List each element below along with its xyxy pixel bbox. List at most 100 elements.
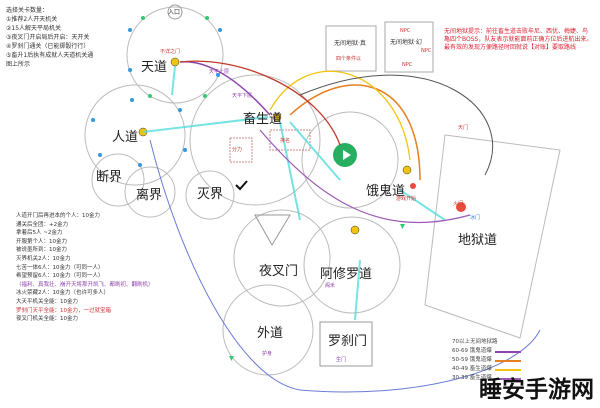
wujian-illusion-box xyxy=(384,21,434,73)
entrance-label: 入口 xyxy=(168,9,181,16)
legend-swatch xyxy=(494,359,521,362)
notes-bottom-left: 人道开门后再进本的个人：10金力 通关后全团：+2金力 拿着后5人 ~2金力 开… xyxy=(16,212,154,324)
entrance-gate xyxy=(167,4,183,20)
realm-luocha: 罗刹门 xyxy=(328,334,368,349)
note-line: 拿着后5人 ~2金力 xyxy=(16,230,63,237)
egui-red-dot xyxy=(410,183,416,189)
route-violet xyxy=(259,129,471,223)
egui-region xyxy=(301,111,399,209)
notes-right: 无间地狱提示：前往畜生道击败牟尼、西优、梅婕、鸟 亀四个BOSS，队友表示就能面… xyxy=(444,28,592,52)
label-gehe: 阁禾 xyxy=(325,283,336,289)
legend-title: 70以上无间地狱路 xyxy=(452,339,498,345)
npc-label-3: NPC xyxy=(402,62,413,68)
note-line: 开服第个人：10金力 xyxy=(16,238,67,245)
note-line: ⑤畜升1后执有成就人天道机关通 xyxy=(6,52,94,59)
note-line: 冰火荥藏2人：10金力（也许可多人） xyxy=(16,290,109,297)
wujian-real-label: 无间地狱·真 xyxy=(334,40,366,47)
label-youxi: 游戏开始 xyxy=(396,196,417,202)
realm-lijie: 离界 xyxy=(136,188,163,203)
npc-label-1: NPC xyxy=(400,28,411,34)
note-line: （福利、真我壮、崩开天将那开凯飞、都刷初、翻刷机） xyxy=(16,281,154,288)
note-line: 夜叉门机关全能：10金力 xyxy=(16,316,78,323)
realm-egui: 饿鬼道 xyxy=(366,184,406,199)
label-tianmen: 天门 xyxy=(458,125,469,131)
yecha-triangle xyxy=(254,214,291,246)
egui-marker xyxy=(402,165,412,175)
realm-yecha: 夜叉门 xyxy=(259,264,299,279)
route-legend: 70以上无间地狱路 60-69 饿鬼道爆 50-59 饿鬼道爆 40-49 畜生… xyxy=(452,338,542,383)
realm-ren: 人道 xyxy=(112,130,139,145)
watermark: 睡安手游网 xyxy=(479,377,594,403)
legend-label: 40-49 畜生道爆 xyxy=(452,366,492,372)
legend-row: 50-59 饿鬼道爆 xyxy=(452,356,542,365)
ren-region xyxy=(84,84,186,186)
note-line: 亀四个BOSS，队友表示就能面前正确方位后进航出来。 xyxy=(444,36,593,43)
axiuluo-region xyxy=(303,216,401,314)
note-line: 灭界机关2人：10金力 xyxy=(16,255,71,262)
realm-duanjie: 断界 xyxy=(96,170,123,185)
legend-row: 60-69 饿鬼道爆 xyxy=(452,347,542,356)
duanjie-region xyxy=(91,153,145,207)
chusheng-sub-box xyxy=(229,137,253,163)
route-yellow xyxy=(269,70,411,161)
realm-diyu: 地狱道 xyxy=(458,233,498,248)
npc-label-2: NPC xyxy=(421,48,432,54)
legend-label: 50-59 饿鬼道爆 xyxy=(452,357,492,363)
chusheng-boss-box xyxy=(269,129,311,151)
note-line: 最有效的发现方便路径时回就说【对账】要取路线 xyxy=(444,44,577,51)
tian-marker xyxy=(170,57,180,67)
notes-left: 选择关卡数量： ①推荐2人开天机关 ②15人解天平局机关 ③夜叉门开启局后开启：… xyxy=(6,6,93,69)
note-line: 被说墨所到：10金力 xyxy=(16,247,67,254)
green-marker-icon-2 xyxy=(400,224,405,229)
note-line: ③夜叉门开启局后开启：天开关 xyxy=(6,34,90,41)
label-shengmen: 生门 xyxy=(336,357,347,363)
realm-chusheng: 畜生道 xyxy=(243,112,283,127)
green-marker-icon xyxy=(229,356,234,361)
luocha-box xyxy=(319,321,373,367)
note-line: 选择关卡数量： xyxy=(6,7,49,14)
label-bingmen: 冰门 xyxy=(470,215,481,221)
lijie-region xyxy=(124,166,176,218)
label-fenli: 分力 xyxy=(232,147,243,153)
note-line: 人道开门后再进本的个人：10金力 xyxy=(16,213,100,219)
legend-label: 30-39 畜生道爆 xyxy=(452,375,492,381)
note-line: ②15人解天平局机关 xyxy=(6,25,62,32)
chusheng-region xyxy=(189,74,321,206)
label-paiming: 排名 xyxy=(280,138,291,144)
realm-waidao: 外道 xyxy=(257,326,284,341)
label-tianping: 天平上层 xyxy=(209,69,230,75)
yecha-region xyxy=(233,209,331,307)
route-red xyxy=(179,60,341,146)
legend-swatch xyxy=(494,377,521,380)
tian-region xyxy=(126,6,224,104)
pointer-icon xyxy=(343,150,351,160)
note-line: 无间地狱提示：前往畜生道击败牟尼、西优、梅婕、鸟 xyxy=(444,28,589,35)
chusheng-marker xyxy=(272,112,282,122)
diyu-red-dot xyxy=(456,202,466,212)
realm-axiuluo: 阿修罗道 xyxy=(320,267,373,282)
miejie-region xyxy=(185,170,235,220)
note-line: 希望预留6人：10金力（可同一人） xyxy=(16,273,104,280)
route-gray xyxy=(299,74,494,176)
legend-row: 30-39 畜生道爆 xyxy=(452,374,542,383)
label-buxiang: 不详之门 xyxy=(160,49,181,55)
label-hushen: 护身 xyxy=(262,351,273,357)
wujian-extra-label: 四个条件以 xyxy=(336,56,362,62)
legend-label: 60-69 饿鬼道爆 xyxy=(452,348,492,354)
legend-swatch xyxy=(494,350,521,353)
legend-swatch xyxy=(494,368,521,371)
note-line: 七苦一体6人：10金力（可同一人） xyxy=(16,264,104,271)
label-tianping-lower: 天平下层 xyxy=(232,93,253,99)
route-orange xyxy=(289,84,421,181)
realm-tian: 天道 xyxy=(141,60,168,75)
note-line: ④罗刹门通关（已能掷骰行行） xyxy=(6,43,90,50)
realm-miejie: 灭界 xyxy=(197,187,224,202)
wujian-illusion-label: 无间地狱·幻 xyxy=(390,39,422,46)
check-icon xyxy=(235,180,248,191)
note-line: 罗刹门天平全能：10金力，一过就宝箱 xyxy=(16,307,111,314)
note-line: 图上所示 xyxy=(6,61,31,68)
wujian-real-box xyxy=(325,25,377,72)
label-huomen: 火门 xyxy=(453,201,464,207)
legend-row: 40-49 畜生道爆 xyxy=(452,365,542,374)
